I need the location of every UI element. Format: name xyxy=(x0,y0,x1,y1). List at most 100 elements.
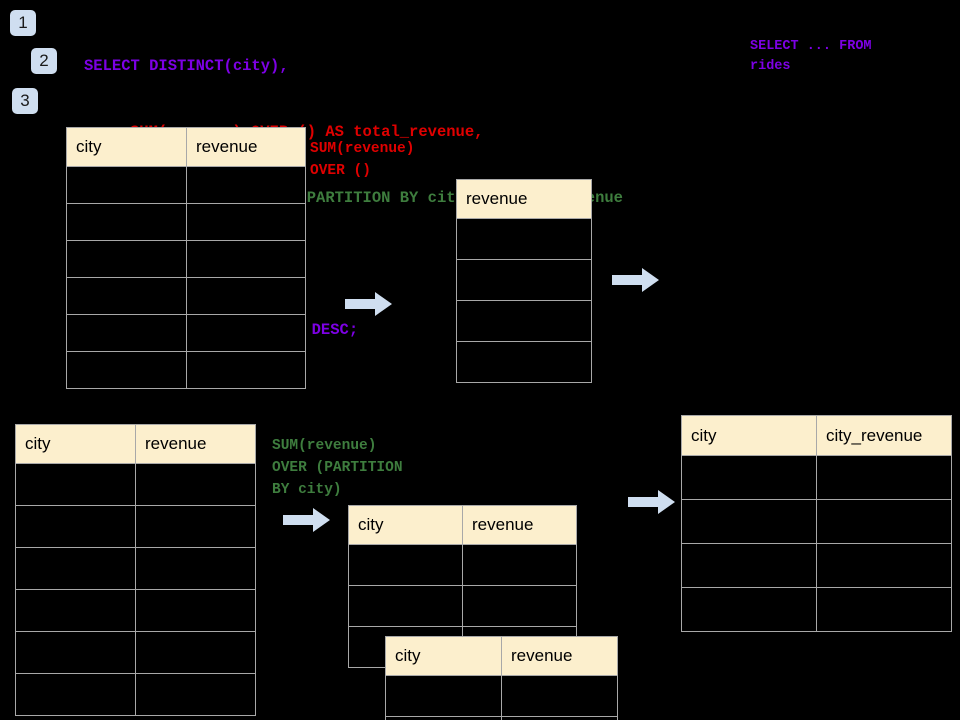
table-cell xyxy=(501,675,618,717)
table-row xyxy=(15,589,256,632)
annotation-select-from-rides: SELECT ... FROM rides xyxy=(750,39,872,74)
table-row xyxy=(348,544,577,586)
annotation-sum-over-empty: SUM(revenue) OVER () xyxy=(310,141,415,179)
table-cell xyxy=(186,240,306,278)
table-row xyxy=(66,277,306,315)
table-cell xyxy=(456,300,592,342)
column-header-city: city xyxy=(348,505,463,545)
table-row xyxy=(385,716,618,720)
table-cell xyxy=(186,351,306,389)
table-cell xyxy=(135,589,256,632)
table-rides-source-top: city revenue xyxy=(66,127,306,389)
table-header-row: city revenue xyxy=(385,636,618,676)
table-cell xyxy=(15,631,136,674)
table-cell xyxy=(348,544,463,586)
table-row xyxy=(15,673,256,716)
table-row xyxy=(385,675,618,717)
table-cell xyxy=(186,166,306,204)
table-cell xyxy=(348,585,463,627)
table-row xyxy=(681,499,952,544)
table-header-row: revenue xyxy=(456,179,592,219)
table-total-revenue-column: revenue xyxy=(456,179,592,383)
table-cell xyxy=(15,673,136,716)
table-cell xyxy=(816,499,952,544)
sql-line-select: SELECT DISTINCT(city), xyxy=(84,57,289,75)
table-row xyxy=(15,547,256,590)
table-row xyxy=(66,203,306,241)
table-cell xyxy=(456,218,592,260)
table-cell xyxy=(15,547,136,590)
table-cell xyxy=(135,463,256,506)
column-header-city: city xyxy=(15,424,136,464)
table-header-row: city city_revenue xyxy=(681,415,952,456)
column-header-revenue: revenue xyxy=(501,636,618,676)
column-header-city-revenue: city_revenue xyxy=(816,415,952,456)
table-cell xyxy=(816,455,952,500)
table-cell xyxy=(186,314,306,352)
table-cell xyxy=(385,716,502,720)
table-rides-source-bottom: city revenue xyxy=(15,424,256,716)
table-cell xyxy=(501,716,618,720)
table-cell xyxy=(135,505,256,548)
table-row xyxy=(681,543,952,588)
table-cell xyxy=(385,675,502,717)
table-cell xyxy=(681,499,817,544)
table-cell xyxy=(462,585,577,627)
step-badge-2: 2 xyxy=(31,48,57,74)
table-cell xyxy=(462,544,577,586)
column-header-revenue: revenue xyxy=(135,424,256,464)
table-row xyxy=(66,351,306,389)
arrow-partition-to-result xyxy=(628,488,676,521)
table-cell xyxy=(135,631,256,674)
table-row xyxy=(681,587,952,632)
table-partition-group-front: city revenue xyxy=(385,636,618,720)
table-cell xyxy=(186,203,306,241)
table-header-row: city revenue xyxy=(15,424,256,464)
column-header-city: city xyxy=(385,636,502,676)
table-row xyxy=(456,259,592,301)
table-cell xyxy=(66,203,187,241)
table-row xyxy=(681,455,952,500)
table-row xyxy=(456,218,592,260)
table-cell xyxy=(816,543,952,588)
table-partition-group-back: city revenue xyxy=(348,505,577,668)
table-cell xyxy=(186,277,306,315)
table-cell xyxy=(15,505,136,548)
table-row xyxy=(15,463,256,506)
table-cell xyxy=(66,166,187,204)
table-row xyxy=(348,585,577,627)
arrow-source-to-total xyxy=(345,290,393,323)
column-header-revenue: revenue xyxy=(462,505,577,545)
table-cell xyxy=(135,547,256,590)
arrow-source-to-partition xyxy=(283,506,331,539)
table-cell xyxy=(681,587,817,632)
column-header-revenue: revenue xyxy=(456,179,592,219)
table-cell xyxy=(681,543,817,588)
column-header-city: city xyxy=(66,127,187,167)
table-row xyxy=(456,341,592,383)
column-header-revenue: revenue xyxy=(186,127,306,167)
table-row xyxy=(15,631,256,674)
table-cell xyxy=(681,455,817,500)
table-header-row: city revenue xyxy=(66,127,306,167)
annotation-sum-over-partition: SUM(revenue) OVER (PARTITION BY city) xyxy=(272,438,403,498)
table-cell xyxy=(816,587,952,632)
table-cell xyxy=(66,314,187,352)
table-row xyxy=(66,166,306,204)
table-row xyxy=(15,505,256,548)
table-cell xyxy=(66,351,187,389)
step-badge-1: 1 xyxy=(10,10,36,36)
step-badge-3: 3 xyxy=(12,88,38,114)
table-cell xyxy=(15,589,136,632)
column-header-city: city xyxy=(681,415,817,456)
arrow-total-to-result xyxy=(612,266,660,299)
table-row xyxy=(66,314,306,352)
table-cell xyxy=(456,259,592,301)
table-cell xyxy=(66,240,187,278)
table-header-row: city revenue xyxy=(348,505,577,545)
table-cell xyxy=(456,341,592,383)
table-cell xyxy=(135,673,256,716)
table-final-result: city city_revenue xyxy=(681,415,952,632)
table-row xyxy=(456,300,592,342)
